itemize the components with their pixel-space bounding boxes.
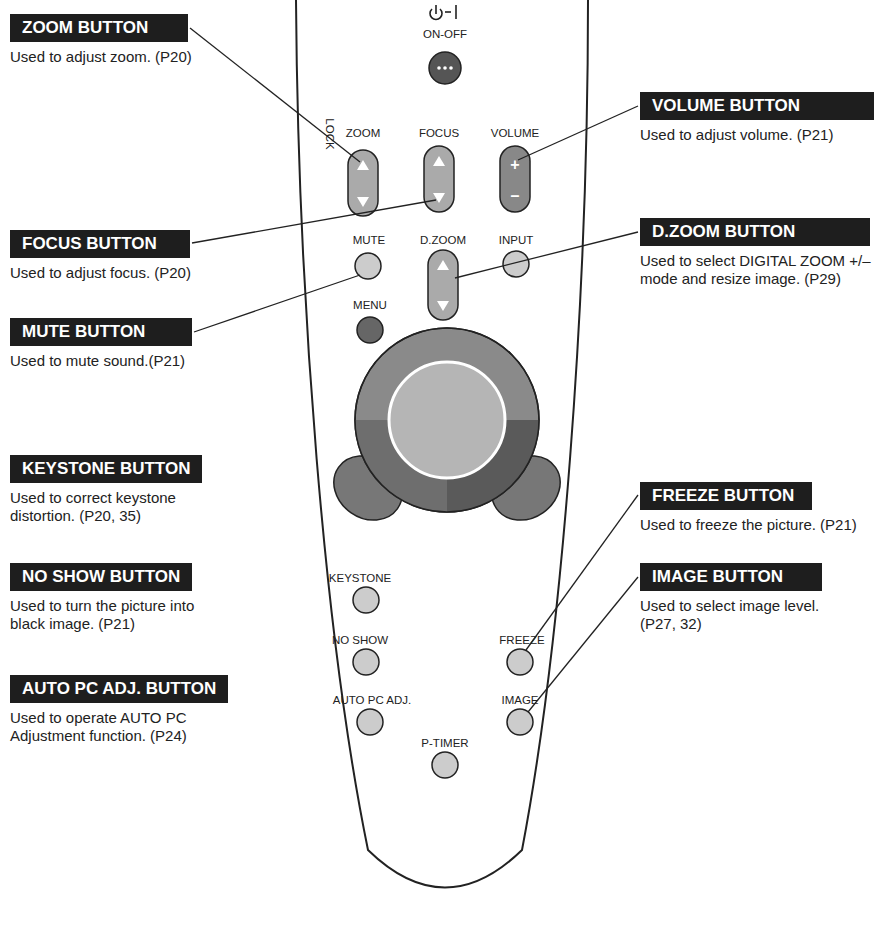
callout-heading: NO SHOW BUTTON bbox=[10, 563, 192, 591]
callout-text: Used to mute sound.(P21) bbox=[10, 352, 270, 370]
button-label: NO SHOW bbox=[332, 634, 388, 646]
callout-text: Used to adjust volume. (P21) bbox=[640, 126, 874, 144]
callout-box: KEYSTONE BUTTON Used to correct keystone … bbox=[10, 455, 203, 526]
callout-box: FOCUS BUTTON Used to adjust focus. (P20) bbox=[10, 230, 210, 282]
callout-text: Used to adjust zoom. (P20) bbox=[10, 48, 210, 66]
power-dots bbox=[437, 66, 453, 70]
callout-text: Used to correct keystone distortion. (P2… bbox=[10, 489, 203, 526]
volume-sign: – bbox=[511, 187, 520, 205]
button-label: ZOOM bbox=[346, 127, 381, 139]
callout-box: MUTE BUTTON Used to mute sound.(P21) bbox=[10, 318, 270, 370]
callout-text: Used to select DIGITAL ZOOM +/– mode and… bbox=[640, 252, 872, 289]
callout-heading: MUTE BUTTON bbox=[10, 318, 192, 346]
button-label: MENU bbox=[353, 299, 387, 311]
callout-text: Used to turn the picture into black imag… bbox=[10, 597, 215, 634]
button-label: D.ZOOM bbox=[420, 234, 466, 246]
button-label: IMAGE bbox=[501, 694, 538, 706]
callout-heading: IMAGE BUTTON bbox=[640, 563, 822, 591]
callout-text: Used to adjust focus. (P20) bbox=[10, 264, 210, 282]
button-label: AUTO PC ADJ. bbox=[333, 694, 411, 706]
power-symbol bbox=[430, 5, 456, 19]
callout-heading: D.ZOOM BUTTON bbox=[640, 218, 870, 246]
button-label: MUTE bbox=[353, 234, 386, 246]
callout-heading: FREEZE BUTTON bbox=[640, 482, 812, 510]
callout-box: IMAGE BUTTON Used to select image level. … bbox=[640, 563, 840, 634]
zoom-button bbox=[348, 150, 378, 216]
callout-text: Used to operate AUTO PC Adjustment funct… bbox=[10, 709, 250, 746]
leader-lines bbox=[190, 28, 638, 712]
remote-body bbox=[296, 0, 588, 888]
callout-box: NO SHOW BUTTON Used to turn the picture i… bbox=[10, 563, 215, 634]
callout-box: AUTO PC ADJ. BUTTON Used to operate AUTO … bbox=[10, 675, 250, 746]
button-label: LOCK bbox=[324, 118, 336, 149]
power-button bbox=[429, 52, 461, 84]
callout-box: VOLUME BUTTON Used to adjust volume. (P21… bbox=[640, 92, 874, 144]
volume-sign: + bbox=[510, 156, 519, 174]
volume-button bbox=[500, 146, 530, 212]
button-label: KEYSTONE bbox=[329, 572, 391, 584]
callout-heading: KEYSTONE BUTTON bbox=[10, 455, 202, 483]
callout-box: ZOOM BUTTON Used to adjust zoom. (P20) bbox=[10, 14, 210, 66]
callout-box: D.ZOOM BUTTON Used to select DIGITAL ZOOM… bbox=[640, 218, 872, 289]
button-label: FREEZE bbox=[499, 634, 544, 646]
callout-box: FREEZE BUTTON Used to freeze the picture.… bbox=[640, 482, 872, 534]
callout-heading: AUTO PC ADJ. BUTTON bbox=[10, 675, 228, 703]
focus-button bbox=[424, 146, 454, 212]
callout-text: Used to freeze the picture. (P21) bbox=[640, 516, 872, 534]
button-label: ON-OFF bbox=[423, 28, 467, 40]
button-label: INPUT bbox=[499, 234, 534, 246]
callout-heading: FOCUS BUTTON bbox=[10, 230, 190, 258]
button-label: VOLUME bbox=[491, 127, 540, 139]
callout-heading: VOLUME BUTTON bbox=[640, 92, 874, 120]
button-label: FOCUS bbox=[419, 127, 459, 139]
button-label: P-TIMER bbox=[421, 737, 468, 749]
dzoom-button bbox=[428, 250, 458, 320]
arrow-marks bbox=[357, 156, 449, 311]
direction-pad bbox=[321, 328, 572, 533]
callout-heading: ZOOM BUTTON bbox=[10, 14, 188, 42]
callout-text: Used to select image level. (P27, 32) bbox=[640, 597, 840, 634]
